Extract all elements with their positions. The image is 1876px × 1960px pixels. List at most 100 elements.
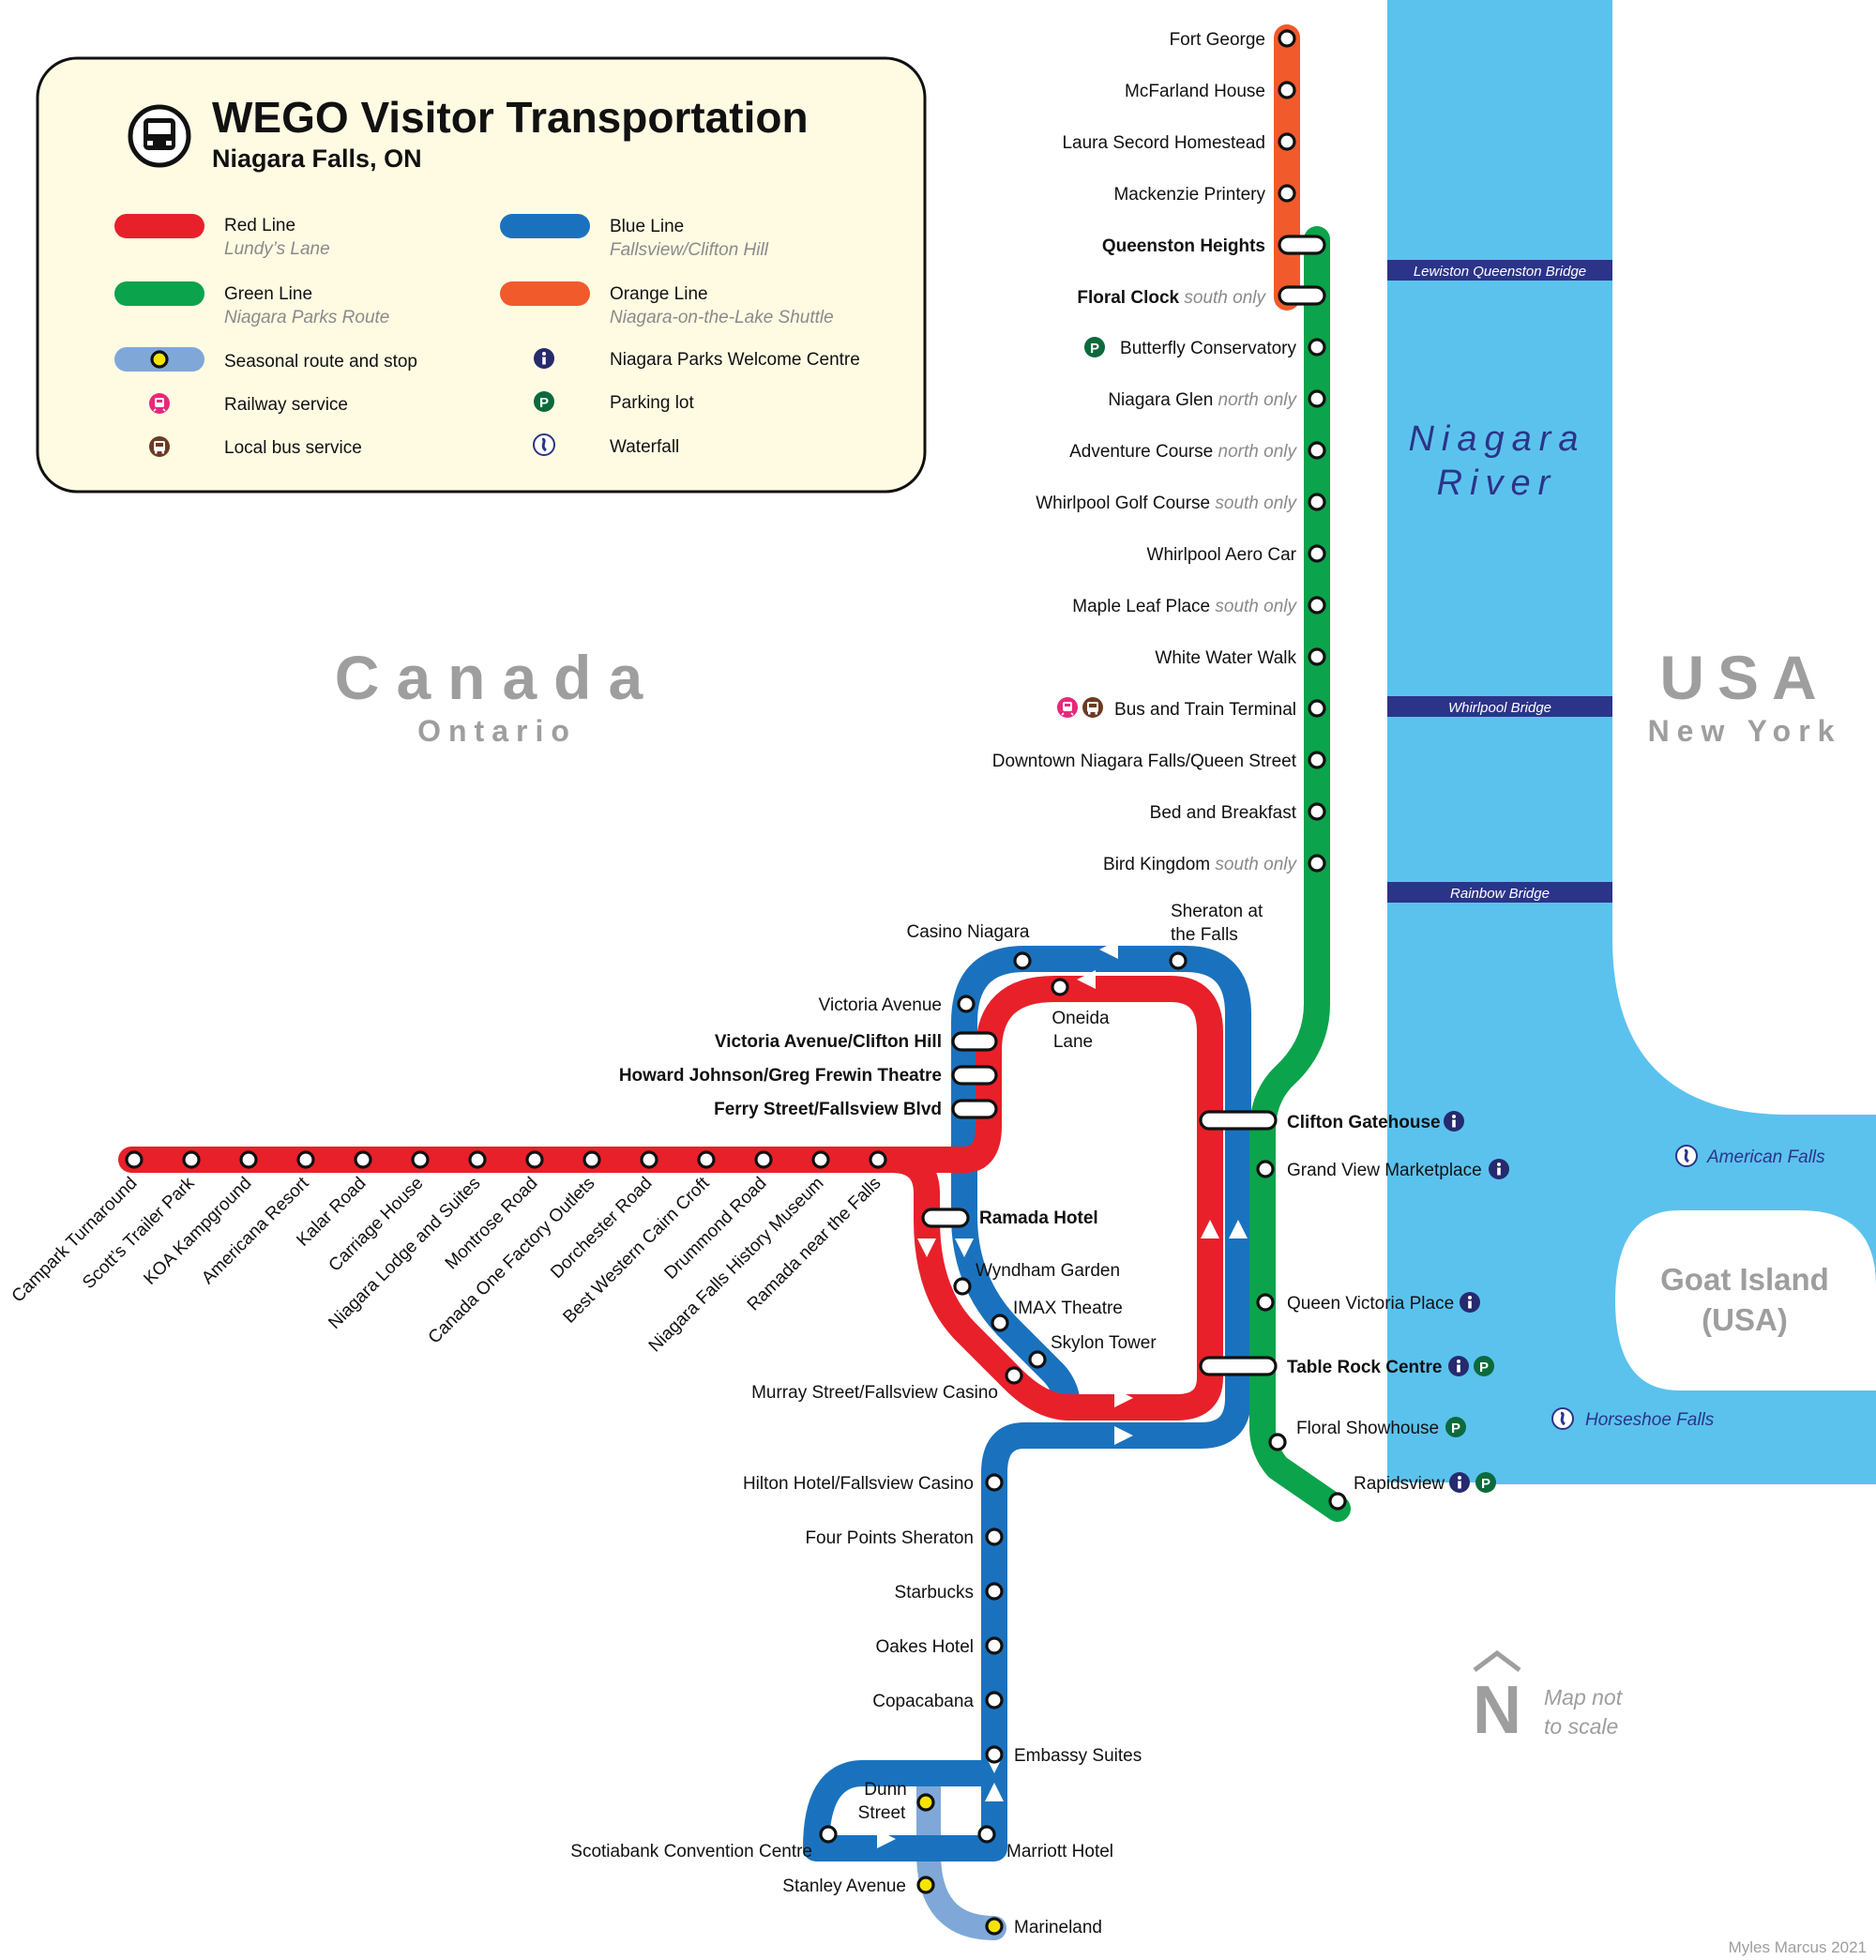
svg-text:Lundy’s Lane: Lundy’s Lane — [224, 239, 330, 259]
legend-info: Niagara Parks Welcome Centre — [534, 348, 860, 370]
stop-queenston-heights: Queenston Heights — [1102, 236, 1265, 256]
stop-grand-view-marketplace: Grand View Marketplace — [1287, 1161, 1482, 1180]
legend-red: Red Line Lundy’s Lane — [114, 214, 330, 259]
stop-floral-clock: Floral Clock south only — [1077, 288, 1266, 308]
red-stop-marker — [296, 1150, 315, 1169]
stop-maple-leaf-place: Maple Leaf Place south only — [1072, 597, 1297, 616]
red-stop-label: Drummond Road — [660, 1174, 770, 1284]
rainbow-bridge: Rainbow Bridge — [1450, 886, 1550, 902]
stop-whirlpool-golf: Whirlpool Golf Course south only — [1036, 494, 1297, 513]
stop-marineland: Marineland — [1014, 1918, 1102, 1937]
legend-subtitle: Niagara Falls, ON — [212, 144, 422, 173]
new-york-label: New York — [1648, 714, 1842, 748]
direction-arrows — [854, 940, 1248, 1848]
red-line-loop — [878, 976, 1223, 1421]
svg-text:Waterfall: Waterfall — [610, 437, 679, 457]
stop-mackenzie-printery: Mackenzie Printery — [1113, 185, 1265, 205]
legend-parking: Parking lot — [534, 391, 694, 413]
legend-orange: Orange Line Niagara-on-the-Lake Shuttle — [500, 281, 834, 327]
stop-floral-showhouse: Floral Showhouse — [1296, 1419, 1439, 1438]
bus-logo-icon — [128, 104, 191, 168]
stop-rapidsview: Rapidsview — [1354, 1474, 1445, 1494]
stop-dunn-1: Dunn — [864, 1780, 906, 1800]
stop-ramada-hotel: Ramada Hotel — [979, 1208, 1098, 1228]
stop-downtown-queen-street: Downtown Niagara Falls/Queen Street — [992, 752, 1297, 771]
svg-text:Parking lot: Parking lot — [610, 393, 694, 413]
red-stop-label: Americana Resort — [198, 1173, 313, 1288]
stop-hilton-hotel: Hilton Hotel/Fallsview Casino — [743, 1474, 974, 1494]
whirlpool-bridge: Whirlpool Bridge — [1448, 700, 1551, 716]
north-letter: N — [1473, 1673, 1521, 1748]
stop-niagara-glen: Niagara Glen north only — [1108, 390, 1297, 410]
red-stop-marker — [697, 1150, 716, 1169]
stop-oneida-1: Oneida — [1051, 1009, 1110, 1028]
stop-wyndham-garden: Wyndham Garden — [976, 1261, 1120, 1281]
stop-four-points: Four Points Sheraton — [805, 1528, 974, 1548]
river-label: Niagara — [1408, 419, 1585, 459]
stop-stanley-avenue: Stanley Avenue — [782, 1876, 906, 1896]
svg-text:Seasonal route and stop: Seasonal route and stop — [224, 352, 417, 372]
stop-embassy-suites: Embassy Suites — [1014, 1746, 1142, 1766]
stop-sheraton-1: Sheraton at — [1171, 902, 1263, 921]
canada-label: Canada — [335, 643, 659, 712]
svg-text:Fallsview/Clifton Hill: Fallsview/Clifton Hill — [610, 240, 769, 260]
stop-dunn-2: Street — [858, 1803, 906, 1823]
blue-south-stops: Hilton Hotel/Fallsview Casino Four Point… — [743, 1473, 1142, 1766]
orange-stops: Fort George McFarland House Laura Secord… — [1062, 29, 1296, 205]
legend-seasonal: Seasonal route and stop — [114, 347, 417, 372]
american-falls: American Falls — [1674, 1144, 1825, 1168]
horseshoe-falls: Horseshoe Falls — [1551, 1406, 1715, 1431]
legend-bus: Local bus service — [149, 436, 362, 458]
bridges: Lewiston Queenston Bridge Whirlpool Brid… — [1387, 260, 1612, 903]
stop-howard-johnson: Howard Johnson/Greg Frewin Theatre — [619, 1066, 942, 1086]
green-line — [1249, 226, 1351, 1522]
legend-waterfall: Waterfall — [532, 433, 679, 457]
stop-ferry-street: Ferry Street/Fallsview Blvd — [714, 1100, 942, 1119]
red-stop-marker — [582, 1150, 601, 1169]
blue-loop-stops: Dunn Street Scotiabank Convention Centre… — [570, 1780, 1113, 1937]
svg-text:Local bus service: Local bus service — [224, 438, 362, 458]
stop-victoria-clifton-hill: Victoria Avenue/Clifton Hill — [715, 1032, 942, 1052]
red-stop-marker — [239, 1150, 258, 1169]
svg-text:Railway service: Railway service — [224, 395, 348, 415]
red-stop-marker — [869, 1150, 887, 1169]
stop-bus-train-terminal: Bus and Train Terminal — [1114, 700, 1296, 720]
red-stop-label: Dorchester Road — [547, 1174, 656, 1283]
stop-fort-george: Fort George — [1170, 30, 1265, 50]
red-stop-label: Scott’s Trailer Park — [79, 1173, 199, 1293]
scale-note-2: to scale — [1544, 1714, 1618, 1739]
niagara-river — [1387, 0, 1876, 1484]
stop-bird-kingdom: Bird Kingdom south only — [1103, 855, 1297, 874]
stop-scotiabank: Scotiabank Convention Centre — [570, 1842, 812, 1861]
green-stops: Queenston Heights Floral Clock south onl… — [992, 235, 1509, 1511]
stop-skylon-tower: Skylon Tower — [1051, 1333, 1157, 1353]
goat-island-label: Goat Island — [1660, 1262, 1829, 1297]
credit: Myles Marcus 2021 — [1729, 1938, 1867, 1956]
blue-line-loop-2 — [951, 946, 1081, 1421]
legend-rail: Railway service — [148, 392, 348, 415]
stop-adventure-course: Adventure Course north only — [1069, 442, 1297, 462]
stop-copacabana: Copacabana — [872, 1692, 974, 1711]
red-stop-marker — [468, 1150, 487, 1169]
red-stop-marker — [182, 1150, 201, 1169]
stop-queen-victoria-place: Queen Victoria Place — [1287, 1294, 1454, 1314]
usa-label: USA — [1659, 643, 1829, 712]
stop-laura-secord: Laura Secord Homestead — [1062, 133, 1265, 153]
stop-victoria-avenue: Victoria Avenue — [819, 995, 942, 1015]
north-arrow: N Map not to scale — [1473, 1649, 1624, 1748]
loop-stops: Casino Niagara Sheraton at the Falls Vic… — [619, 902, 1263, 1403]
river-label-2: River — [1437, 463, 1558, 503]
stop-oakes-hotel: Oakes Hotel — [875, 1637, 974, 1657]
stop-whirlpool-aero-car: Whirlpool Aero Car — [1147, 545, 1297, 565]
stop-butterfly-conservatory: Butterfly Conservatory — [1120, 339, 1296, 358]
svg-text:Red Line: Red Line — [224, 216, 295, 236]
svg-text:Niagara Parks Route: Niagara Parks Route — [224, 308, 389, 327]
stop-murray-street: Murray Street/Fallsview Casino — [751, 1383, 998, 1403]
stop-mcfarland-house: McFarland House — [1125, 82, 1265, 101]
red-stop-marker — [354, 1150, 372, 1169]
stop-clifton-gatehouse: Clifton Gatehouse — [1287, 1113, 1441, 1132]
stop-bed-and-breakfast: Bed and Breakfast — [1150, 803, 1297, 823]
svg-text:Horseshoe Falls: Horseshoe Falls — [1585, 1410, 1715, 1430]
